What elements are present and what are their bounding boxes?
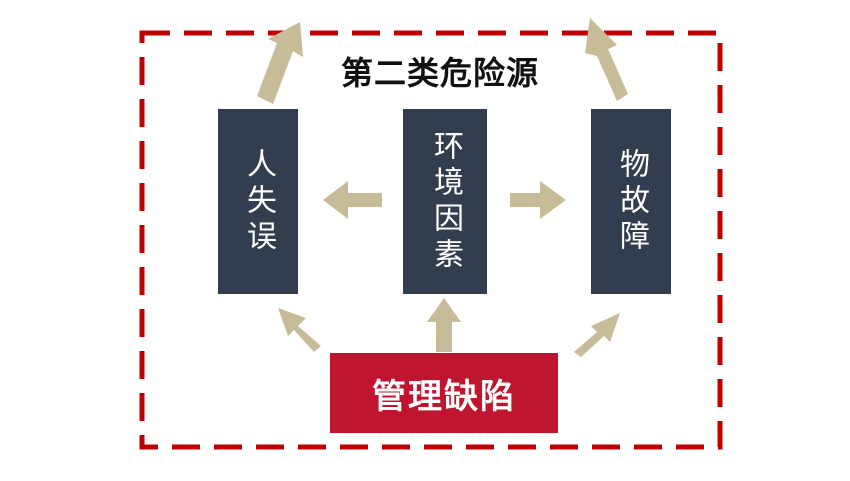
box-object-failure-label: 物故障 xyxy=(614,147,649,256)
arrow-mgmt-to-left xyxy=(278,308,321,352)
box-environment-factors: 环境因素 xyxy=(403,109,487,294)
arrow-mgmt-to-center xyxy=(427,298,461,352)
box-human-error: 人失误 xyxy=(218,109,298,294)
arrow-center-to-right xyxy=(510,181,566,219)
arrow-up-right xyxy=(585,18,628,101)
box-environment-factors-label: 环境因素 xyxy=(428,129,463,274)
box-object-failure: 物故障 xyxy=(591,109,671,294)
box-human-error-label: 人失误 xyxy=(241,147,276,256)
diagram-title: 第二类危险源 xyxy=(340,54,539,92)
arrow-mgmt-to-right xyxy=(574,313,620,357)
box-management-defect: 管理缺陷 xyxy=(330,353,558,433)
arrow-center-to-left xyxy=(323,181,382,219)
arrow-up-left xyxy=(257,22,303,104)
dashed-boundary xyxy=(139,30,723,450)
